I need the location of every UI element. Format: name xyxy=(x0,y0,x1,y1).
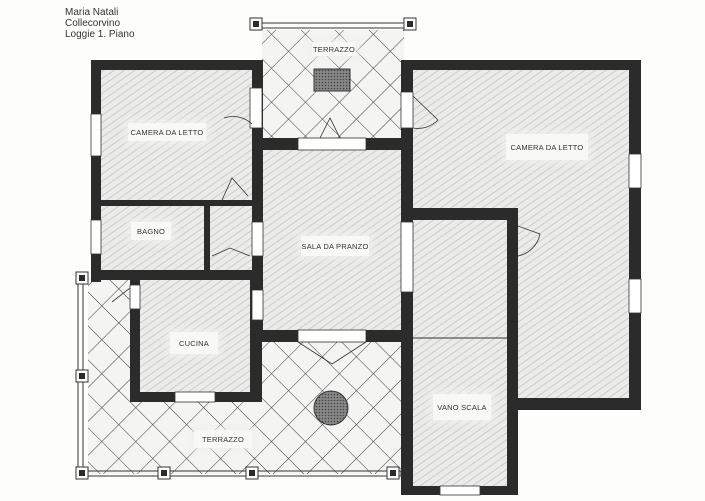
room-label-vano-scala: VANO SCALA xyxy=(433,394,491,420)
owner-name: Maria Natali xyxy=(65,7,119,18)
windows xyxy=(90,87,642,496)
closet-floor xyxy=(210,206,252,270)
location-name: Collecorvino xyxy=(65,18,121,29)
room-label-bagno: BAGNO xyxy=(131,222,171,240)
room-label-terrazzo-top: TERRAZZO xyxy=(312,42,356,56)
plan-header: Maria Natali Collecorvino Loggie 1. Pian… xyxy=(65,7,135,40)
terrazzo-round-table xyxy=(313,390,349,426)
room-label-terrazzo-bottom: TERRAZZO xyxy=(194,430,252,448)
floor-level: Loggie 1. Piano xyxy=(65,29,135,40)
room-label-camera-left: CAMERA DA LETTO xyxy=(128,123,206,141)
room-label-sala: SALA DA PRANZO xyxy=(301,236,369,256)
room-label-cucina: CUCINA xyxy=(170,332,218,354)
room-label-camera-right: CAMERA DA LETTO xyxy=(506,134,588,160)
doors xyxy=(111,95,541,365)
columns xyxy=(75,17,417,480)
terrazzo-table xyxy=(313,68,351,92)
corridor-floor xyxy=(413,220,507,338)
